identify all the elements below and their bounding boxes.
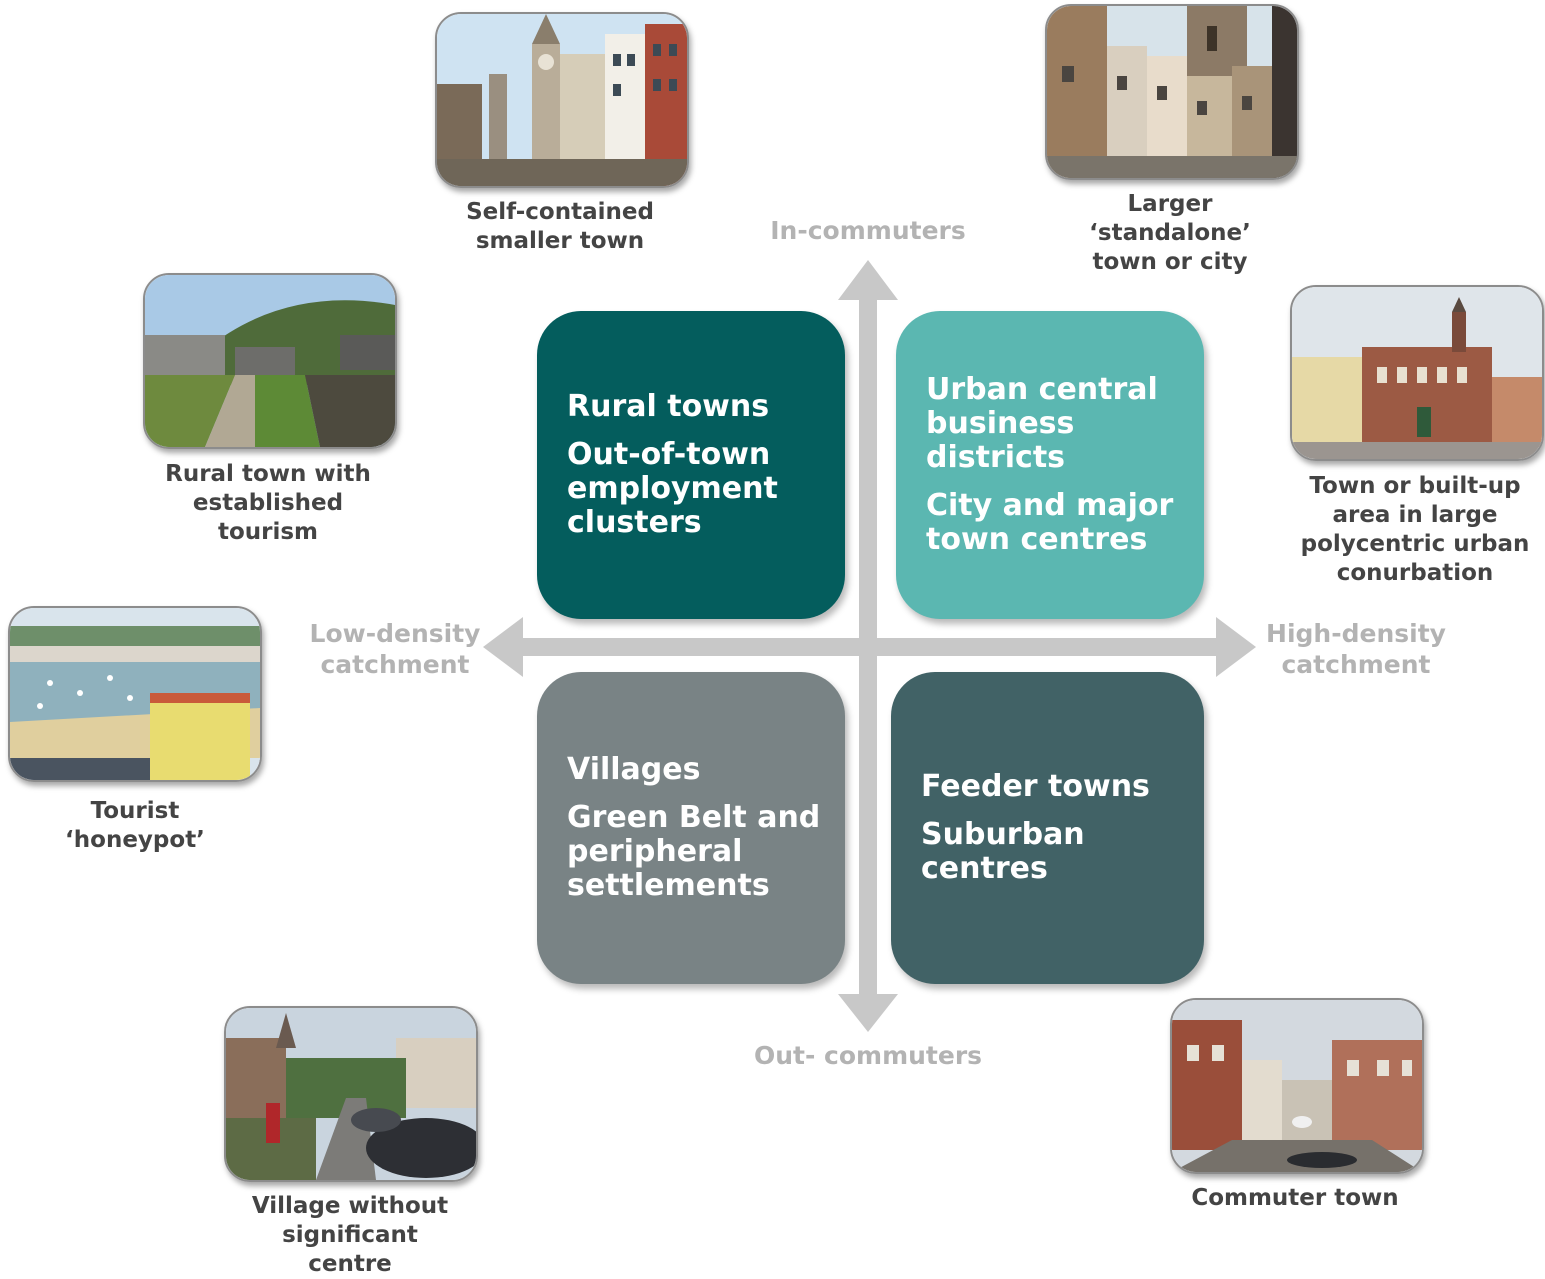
horizontal-axis [515, 638, 1227, 656]
left-arrow-icon [483, 617, 523, 677]
commuter-town-street-photo [1170, 998, 1424, 1174]
quadrant-subtitle: Suburban centres [921, 817, 1085, 886]
axis-label-high-density: High-density catchment [1266, 619, 1446, 679]
axis-label-in-commuters: In-commuters [770, 216, 966, 245]
axis-label-low-density: Low-density catchment [309, 619, 481, 679]
quadrant-subtitle: City and major town centres [926, 488, 1174, 557]
quadrant-title: Urban central business districts [926, 372, 1158, 475]
up-arrow-icon [838, 260, 898, 300]
harbour-beach-photo [8, 606, 262, 782]
caption-village-no-centre: Village without significant centre [251, 1193, 449, 1277]
quadrant-rural-towns: Rural towns Out-of-town employment clust… [537, 311, 845, 619]
caption-commuter-town: Commuter town [1191, 1185, 1399, 1211]
caption-self-contained-town: Self-contained smaller town [466, 199, 654, 254]
quadrant-urban-cbd: Urban central business districts City an… [896, 311, 1204, 619]
quadrant-title: Rural towns [567, 389, 770, 424]
village-street-cars-photo [224, 1006, 478, 1182]
rural-path-hillside-photo [143, 273, 397, 449]
quadrant-feeder-towns: Feeder towns Suburban centres [891, 672, 1204, 984]
town-hall-square-photo [1290, 285, 1544, 461]
quadrant-title: Villages [567, 752, 701, 787]
down-arrow-icon [838, 994, 898, 1032]
quadrant-title: Feeder towns [921, 769, 1150, 804]
quadrant-subtitle: Out-of-town employment clusters [567, 437, 778, 540]
market-town-clocktower-photo [435, 12, 689, 188]
caption-rural-town-tourism: Rural town with established tourism [165, 461, 371, 545]
caption-tourist-honeypot: Tourist ‘honeypot’ [65, 798, 205, 853]
caption-larger-standalone-town: Larger ‘standalone’ town or city [1089, 191, 1251, 275]
quadrant-villages: Villages Green Belt and peripheral settl… [537, 672, 845, 984]
quadrant-subtitle: Green Belt and peripheral settlements [567, 800, 821, 903]
right-arrow-icon [1216, 617, 1256, 677]
caption-polycentric-town: Town or built-up area in large polycentr… [1300, 473, 1530, 586]
axis-label-out-commuters: Out- commuters [753, 1041, 983, 1070]
historic-street-church-tower-photo [1045, 4, 1299, 180]
